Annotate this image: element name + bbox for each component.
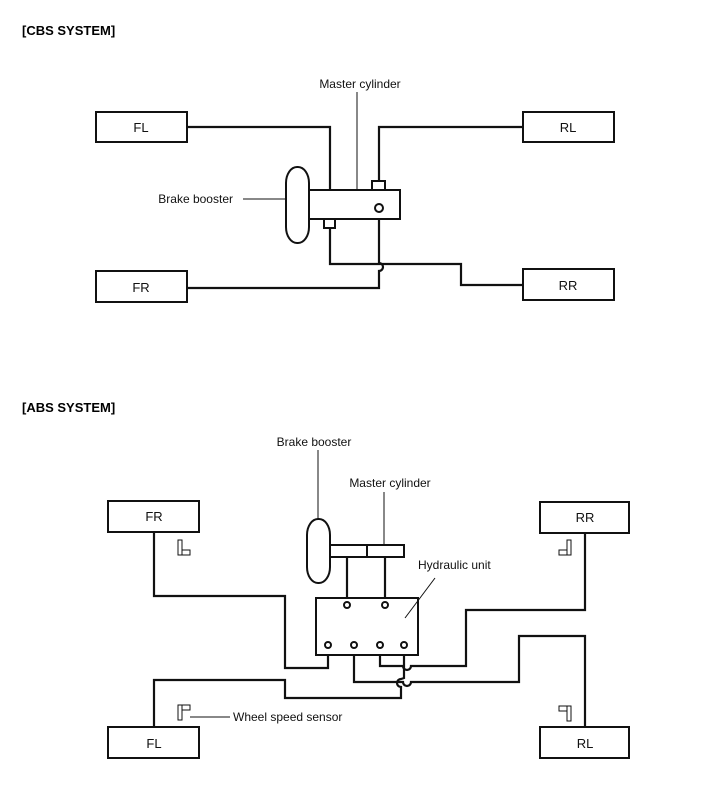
cbs-brake-booster-label: Brake booster (158, 192, 233, 206)
cbs-wheel-rr-label: RR (559, 278, 578, 293)
cbs-line-rr (328, 228, 523, 287)
cbs-wheel-fl-label: FL (133, 120, 148, 135)
abs-line-rl (352, 634, 587, 727)
cbs-section: [CBS SYSTEM] Master cylinder Brake boost… (22, 23, 615, 303)
abs-heading: [ABS SYSTEM] (22, 400, 115, 415)
abs-brake-booster-label: Brake booster (277, 435, 352, 449)
cbs-heading: [CBS SYSTEM] (22, 23, 115, 38)
abs-hydraulic-unit-label: Hydraulic unit (418, 558, 491, 572)
abs-hydraulic-unit-leader (404, 577, 436, 619)
cbs-master-cylinder-port-bottom (323, 218, 336, 229)
abs-line-fr (152, 532, 330, 670)
abs-line-fl (152, 645, 406, 727)
abs-hydraulic-port-in-right (381, 601, 389, 609)
cbs-wheel-fr-label: FR (132, 280, 149, 295)
abs-hydraulic-port-out-2 (350, 641, 358, 649)
cbs-wheel-rl-label: RL (560, 120, 577, 135)
cbs-wheel-rl-box (522, 111, 615, 143)
cbs-master-cylinder-label: Master cylinder (319, 77, 400, 91)
cbs-wheel-fr-box (95, 270, 188, 303)
abs-master-cylinder-left (329, 544, 368, 558)
abs-sensor-rr (558, 539, 572, 556)
abs-hydraulic-unit (315, 597, 419, 656)
abs-sensor-fl (177, 704, 191, 721)
abs-master-cylinder-right (366, 544, 405, 558)
cbs-brake-booster (285, 166, 310, 244)
abs-hydraulic-port-in-left (343, 601, 351, 609)
abs-wheel-speed-sensor-label: Wheel speed sensor (233, 710, 342, 724)
abs-wheel-rr-label: RR (576, 510, 595, 525)
abs-wheel-rl-box (539, 726, 630, 759)
cbs-wheel-fl-box (95, 111, 188, 143)
abs-wheel-fr-label: FR (145, 509, 162, 524)
abs-section: [ABS SYSTEM] Hydraulic unit Master cylin… (22, 400, 630, 759)
cbs-line-rl (377, 125, 523, 181)
abs-wheel-rl-label: RL (577, 736, 594, 751)
abs-sensor-rl (558, 705, 572, 722)
cbs-master-cylinder-outlet (374, 203, 384, 213)
abs-wheel-fl-label: FL (146, 736, 161, 751)
abs-wheel-rr-box (539, 501, 630, 534)
cbs-wheel-rr-box (522, 268, 615, 301)
abs-hydraulic-port-out-1 (324, 641, 332, 649)
cbs-line-fl (187, 125, 332, 190)
abs-hydraulic-port-out-3 (376, 641, 384, 649)
cbs-master-cylinder (308, 189, 401, 220)
abs-wheel-fl-box (107, 726, 200, 759)
abs-brake-booster (306, 518, 331, 584)
abs-hydraulic-port-out-4 (400, 641, 408, 649)
abs-wheel-fr-box (107, 500, 200, 533)
abs-master-cylinder-label: Master cylinder (349, 476, 430, 490)
abs-sensor-fr (177, 539, 191, 556)
cbs-master-cylinder-port-top (371, 180, 386, 191)
